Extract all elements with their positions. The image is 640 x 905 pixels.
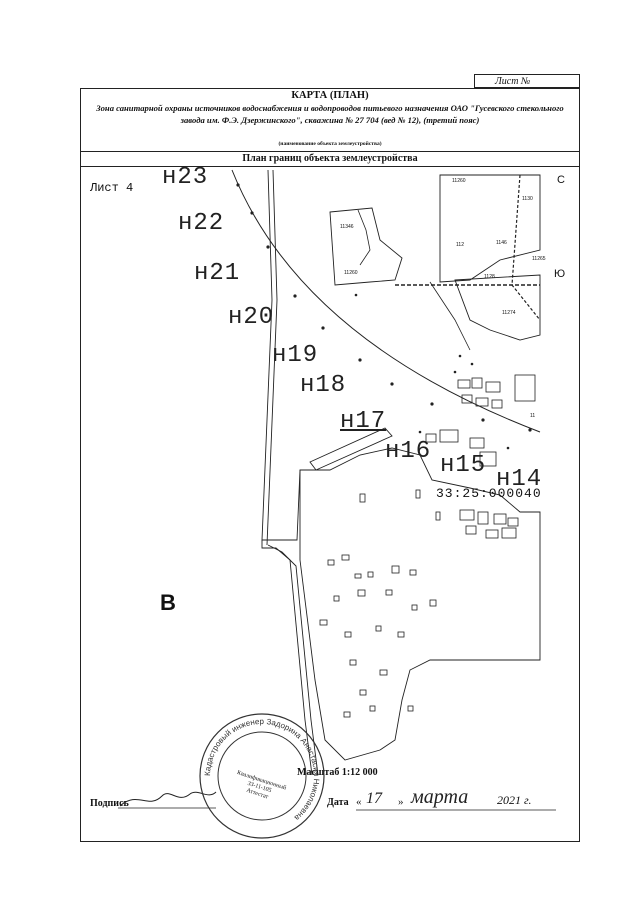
parcel-label: 11346 [340,224,354,230]
date-year-suffix: г. [524,793,532,807]
point-label-n20: н20 [228,304,275,331]
quote-close: » [398,796,404,808]
compass-south: Ю [554,268,566,280]
point-label-n21: н21 [194,260,241,287]
parcel-label: 11 [530,413,536,419]
point-label-n14: н14 [496,466,543,493]
parcel-label: 11274 [502,310,516,316]
urban-block-2 [357,209,371,266]
object-description: Зона санитарной охраны источников водосн… [96,103,564,125]
plan-heading: План границ объекта землеустройства [242,153,418,164]
urban-block-1 [329,207,403,286]
point-label-n22: н22 [178,210,225,237]
title-block: КАРТА (ПЛАН) Зона санитарной охраны исто… [80,88,580,150]
urban-block-4 [454,274,541,341]
title-divider [80,151,580,152]
date-year: 2021 г. [497,793,532,808]
document-frame [80,88,580,842]
scattered-dots [354,293,510,450]
date-label: Дата [327,797,349,808]
compass-north: С [557,174,565,186]
signature-label: Подпись [90,798,129,809]
engineer-seal: Кадастровый инженер Задорина Анастасия Н… [199,713,325,839]
boundary-vertices [236,183,532,432]
point-label-n23: н23 [162,164,209,191]
document-title: КАРТА (ПЛАН) [291,90,369,101]
boundary-arc [231,169,541,433]
parcel-label: 11260 [344,270,358,276]
zone-letter: В [160,590,176,615]
map-sheet-label: Лист 4 [90,181,134,195]
parcel-label: 11260 [452,178,466,184]
point-label-n19: н19 [272,342,319,369]
date-year-value: 2021 [497,793,521,807]
point-label-n16: н16 [385,438,432,465]
building-cluster-south [319,554,437,718]
date-day: 17 [366,790,382,807]
object-caption: (наименование объекта землеустройства) [278,141,382,147]
parcel-label: 11265 [532,256,546,262]
road-to-frame [261,540,313,776]
parcel-label: 1146 [496,240,507,246]
parcel-label: 112 [456,242,464,248]
date-month: марта [411,786,469,808]
road-vertical-2 [266,169,278,546]
building-cluster-east [359,374,536,539]
sheet-number-label: Лист № [495,76,531,87]
road-to-frame-2 [267,544,319,776]
cadastral-number: 33:25:000040 [436,486,542,501]
parcel-label: 1130 [522,196,533,202]
seal-ring-text: Кадастровый инженер Задорина Анастасия Н… [203,717,321,823]
land-strip [309,427,393,471]
point-label-n18: н18 [300,372,347,399]
rail-line-2 [511,174,541,321]
point-label-n15: н15 [440,452,487,479]
urban-block-3 [439,174,541,283]
point-label-n17: н17 [340,408,387,435]
date-underline [356,809,556,811]
svg-text:Кадастровый инженер Задорина А: Кадастровый инженер Задорина Анастасия Н… [203,717,321,823]
settlement-outline [299,447,541,761]
quote-open: « [356,796,362,808]
road-ne [429,281,471,351]
parcel-label: 1128 [484,274,495,280]
map-scale: Масштаб 1:12 000 [297,767,378,778]
sheet-number-box: Лист № [474,74,580,88]
plan-divider [80,166,580,167]
